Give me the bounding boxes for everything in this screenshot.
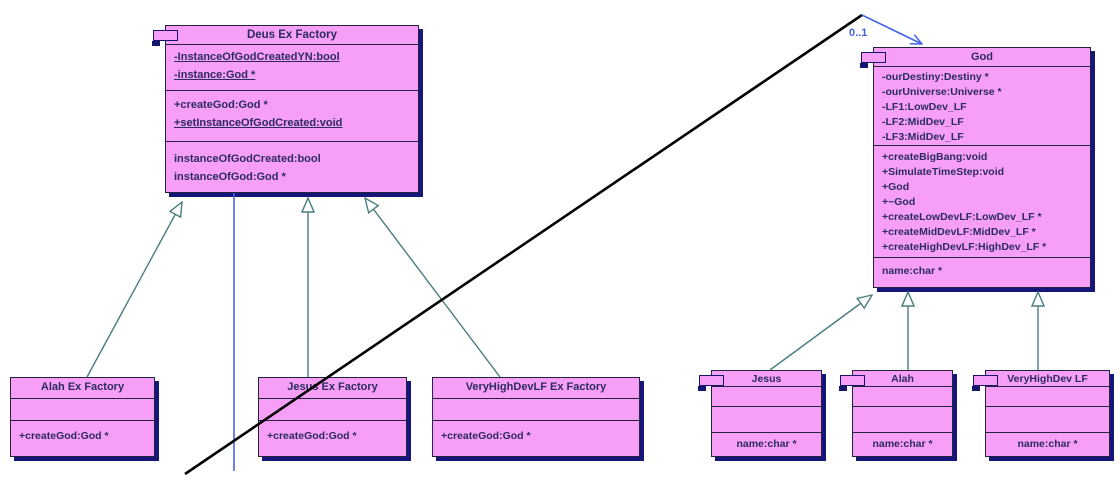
class-method: +createLowDevLF:LowDev_LF * bbox=[882, 211, 1042, 223]
class-method: +SimulateTimeStep:void bbox=[882, 166, 1005, 178]
class-method: +createGod:God * bbox=[267, 430, 357, 442]
class-title: VeryHighDev LF bbox=[986, 371, 1109, 387]
attributes-compartment bbox=[433, 399, 639, 421]
class-method: +createHighDevLF:HighDev_LF * bbox=[882, 241, 1047, 253]
class-method: +createGod:God * bbox=[19, 430, 109, 442]
class-attribute: -ourUniverse:Universe * bbox=[882, 86, 1002, 98]
class-stereotype-icon bbox=[839, 375, 865, 391]
class-box-jesus: Jesus name:char * bbox=[698, 370, 822, 457]
class-attribute: -LF2:MidDev_LF bbox=[882, 116, 964, 128]
methods-compartment: +createGod:God * +setInstanceOfGodCreate… bbox=[166, 91, 418, 142]
class-box-veryhighdev-lf: VeryHighDev LF name:char * bbox=[972, 370, 1110, 457]
class-stereotype-icon bbox=[860, 52, 886, 68]
methods-compartment bbox=[712, 407, 821, 433]
class-box-jesus-ex-factory: Jesus Ex Factory +createGod:God * bbox=[258, 377, 407, 457]
attributes-compartment bbox=[853, 387, 952, 407]
class-attribute: -LF3:MidDev_LF bbox=[882, 131, 964, 143]
multiplicity-label: 0..1 bbox=[849, 27, 868, 39]
class-attribute: -InstanceOfGodCreatedYN:bool bbox=[174, 51, 340, 63]
class-title: Jesus bbox=[712, 371, 821, 387]
class-title: Deus Ex Factory bbox=[166, 26, 418, 45]
class-box-alah: Alah name:char * bbox=[839, 370, 953, 457]
properties-compartment: name:char * bbox=[986, 433, 1109, 455]
class-method: +~God bbox=[882, 196, 916, 208]
attributes-compartment bbox=[11, 399, 154, 421]
properties-compartment: instanceOfGodCreated:bool instanceOfGod:… bbox=[166, 142, 418, 191]
attributes-compartment: -ourDestiny:Destiny * -ourUniverse:Unive… bbox=[874, 67, 1090, 146]
class-property: instanceOfGodCreated:bool bbox=[174, 153, 321, 165]
class-method: +createGod:God * bbox=[174, 99, 268, 111]
class-attribute: -ourDestiny:Destiny * bbox=[882, 71, 989, 83]
class-title: Jesus Ex Factory bbox=[259, 378, 406, 399]
class-property: name:char * bbox=[1017, 438, 1078, 450]
methods-compartment: +createGod:God * bbox=[11, 421, 154, 455]
association-arrow-to-god bbox=[861, 14, 922, 44]
methods-compartment: +createGod:God * bbox=[433, 421, 639, 455]
class-method: +setInstanceOfGodCreated:void bbox=[174, 117, 343, 129]
class-property: instanceOfGod:God * bbox=[174, 171, 286, 183]
class-title: Alah Ex Factory bbox=[11, 378, 154, 399]
class-stereotype-icon bbox=[698, 375, 724, 391]
attributes-compartment bbox=[259, 399, 406, 421]
class-property: name:char * bbox=[736, 438, 797, 450]
methods-compartment bbox=[853, 407, 952, 433]
class-title: Alah bbox=[853, 371, 952, 387]
methods-compartment bbox=[986, 407, 1109, 433]
properties-compartment: name:char * bbox=[712, 433, 821, 455]
class-title: God bbox=[874, 48, 1090, 67]
class-property: name:char * bbox=[872, 438, 933, 450]
properties-compartment: name:char * bbox=[874, 258, 1090, 286]
class-method: +createBigBang:void bbox=[882, 151, 988, 163]
class-box-veryhighdevlf-ex-factory: VeryHighDevLF Ex Factory +createGod:God … bbox=[432, 377, 640, 457]
class-method: +createGod:God * bbox=[441, 430, 531, 442]
inheritance-line-jesus bbox=[769, 295, 872, 371]
attributes-compartment bbox=[712, 387, 821, 407]
attributes-compartment: -InstanceOfGodCreatedYN:bool -instance:G… bbox=[166, 45, 418, 91]
class-attribute: -instance:God * bbox=[174, 69, 256, 81]
inheritance-line-alah-ex-factory bbox=[86, 202, 182, 378]
class-method: +createMidDevLF:MidDev_LF * bbox=[882, 226, 1036, 238]
class-box-alah-ex-factory: Alah Ex Factory +createGod:God * bbox=[10, 377, 155, 457]
class-stereotype-icon bbox=[972, 375, 998, 391]
attributes-compartment bbox=[986, 387, 1109, 407]
class-stereotype-icon bbox=[152, 30, 178, 46]
class-attribute: -LF1:LowDev_LF bbox=[882, 101, 967, 113]
methods-compartment: +createBigBang:void +SimulateTimeStep:vo… bbox=[874, 146, 1090, 258]
class-method: +God bbox=[882, 181, 910, 193]
class-box-god: God -ourDestiny:Destiny * -ourUniverse:U… bbox=[860, 47, 1091, 288]
class-title: VeryHighDevLF Ex Factory bbox=[433, 378, 639, 399]
properties-compartment: name:char * bbox=[853, 433, 952, 455]
class-property: name:char * bbox=[882, 265, 943, 277]
methods-compartment: +createGod:God * bbox=[259, 421, 406, 455]
inheritance-line-veryhighdevlf-ex-factory bbox=[365, 198, 501, 378]
class-box-deus-ex-factory: Deus Ex Factory -InstanceOfGodCreatedYN:… bbox=[152, 25, 419, 193]
